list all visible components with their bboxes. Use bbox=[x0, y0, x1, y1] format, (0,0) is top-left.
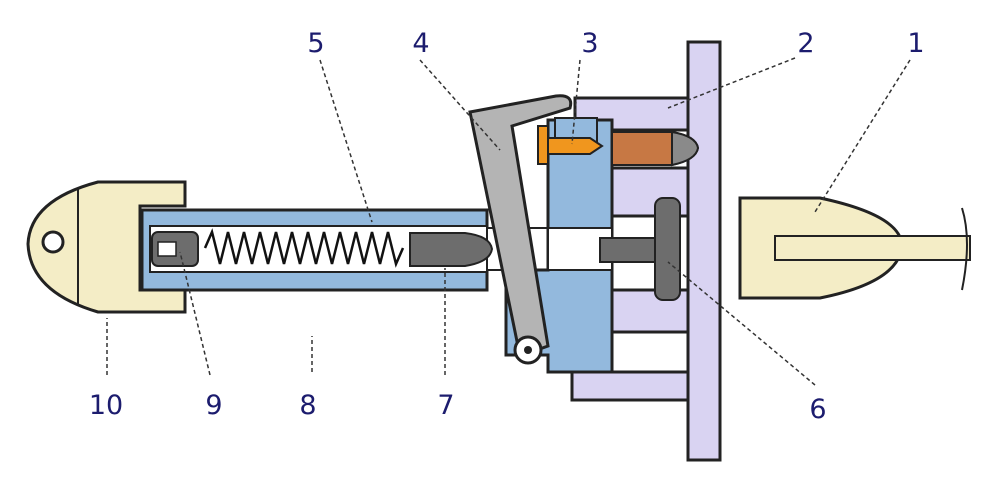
end-cap bbox=[26, 180, 187, 314]
label-3: 3 bbox=[581, 28, 598, 59]
rear-plunger bbox=[151, 231, 199, 267]
leader-line-2 bbox=[667, 57, 796, 109]
lever-pivot-center bbox=[524, 346, 532, 354]
label-6: 6 bbox=[809, 394, 826, 425]
leader-line-1 bbox=[814, 59, 911, 213]
label-2: 2 bbox=[797, 28, 814, 59]
label-9: 9 bbox=[205, 390, 222, 421]
rear-plunger-slot bbox=[157, 241, 177, 257]
bolt-shaft bbox=[547, 137, 604, 155]
cam-disc bbox=[599, 197, 681, 301]
cam-plate bbox=[654, 197, 681, 301]
leader-lines bbox=[106, 57, 911, 386]
label-10: 10 bbox=[89, 390, 123, 421]
leader-line-3 bbox=[571, 59, 581, 145]
lock-housing bbox=[570, 40, 722, 462]
leader-line-5 bbox=[319, 59, 373, 223]
key-break-line bbox=[961, 207, 968, 291]
lever bbox=[468, 94, 573, 365]
housing-bottom-block bbox=[570, 370, 690, 402]
label-8: 8 bbox=[299, 390, 316, 421]
compression-spring bbox=[203, 228, 405, 268]
leader-line-4 bbox=[419, 59, 501, 151]
locking-pin bbox=[409, 232, 494, 267]
label-4: 4 bbox=[412, 28, 429, 59]
lever-arm bbox=[468, 94, 573, 358]
cap-hole bbox=[41, 230, 65, 254]
bolt-head bbox=[537, 125, 549, 165]
cap-body bbox=[26, 180, 187, 314]
label-5: 5 bbox=[307, 28, 324, 59]
key-blade bbox=[774, 235, 971, 261]
mounting-plate bbox=[686, 40, 722, 462]
bolt bbox=[537, 125, 604, 165]
brown-pin-tip bbox=[671, 130, 700, 167]
label-7: 7 bbox=[437, 390, 454, 421]
label-1: 1 bbox=[907, 28, 924, 59]
cam-shaft bbox=[599, 237, 657, 263]
leader-line-6 bbox=[667, 261, 816, 386]
leader-line-9 bbox=[179, 251, 211, 376]
key bbox=[738, 196, 971, 300]
